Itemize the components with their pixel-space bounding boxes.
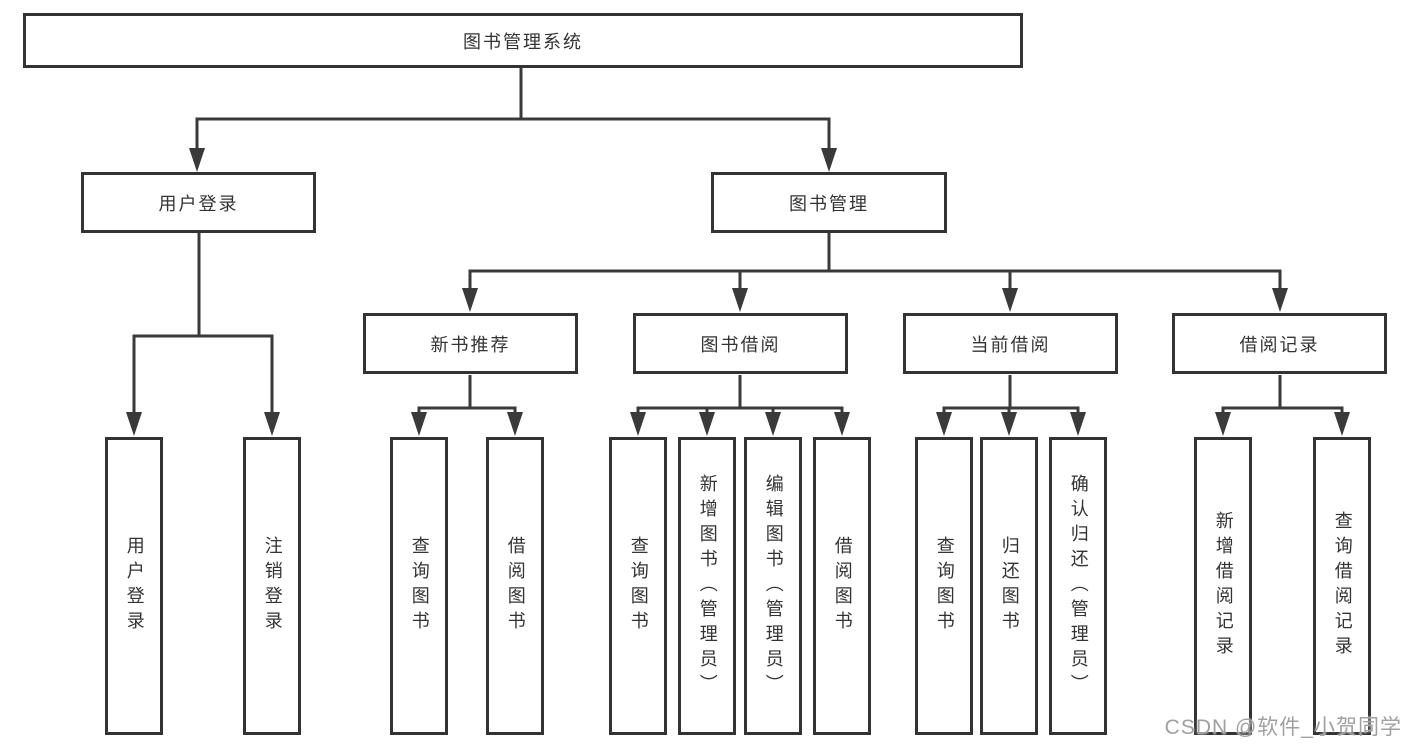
leaf-label: 编辑图书（管理员） (763, 473, 784, 699)
arrowhead-icon (630, 412, 646, 436)
node-borrow-records: 借阅记录 (1172, 313, 1387, 374)
leaf-user-login: 用户登录 (105, 437, 163, 735)
leaf-borrow-borrow-books: 借阅图书 (813, 437, 871, 735)
connector-root-to-level2 (195, 67, 831, 152)
connector-current-borrowing-children (942, 375, 1080, 414)
leaf-label: 注销登录 (262, 536, 283, 636)
leaf-borrow-query-books: 查询图书 (609, 437, 667, 735)
arrowhead-icon (264, 412, 280, 436)
leaf-label: 查询借阅记录 (1332, 511, 1353, 661)
leaf-label: 查询图书 (628, 536, 649, 636)
leaf-logout: 注销登录 (243, 437, 301, 735)
node-new-book-recommend: 新书推荐 (363, 313, 578, 374)
arrowhead-icon (1272, 288, 1288, 312)
leaf-label: 借阅图书 (505, 536, 526, 636)
leaf-label: 借阅图书 (832, 536, 853, 636)
connector-borrow-records-children (1221, 375, 1344, 414)
arrowhead-icon (462, 288, 478, 312)
arrowhead-icon (765, 412, 781, 436)
node-label: 借阅记录 (1239, 334, 1320, 355)
connector-book-management-children (468, 233, 1282, 290)
arrowhead-icon (732, 288, 748, 312)
connector-book-borrowing-children (636, 375, 844, 414)
arrowhead-icon (507, 412, 523, 436)
arrowhead-icon (1334, 412, 1350, 436)
leaf-label: 查询图书 (409, 536, 430, 636)
leaf-borrow-edit-books-admin: 编辑图书（管理员） (744, 437, 802, 735)
leaf-newrec-borrow-books: 借阅图书 (486, 437, 544, 735)
arrowhead-icon (1002, 288, 1018, 312)
leaf-label: 新增借阅记录 (1213, 511, 1234, 661)
node-label: 图书借阅 (700, 334, 781, 355)
leaf-records-query-record: 查询借阅记录 (1313, 437, 1371, 735)
arrowhead-icon (189, 148, 205, 172)
leaf-label: 查询图书 (934, 536, 955, 636)
leaf-newrec-query-books: 查询图书 (390, 437, 448, 735)
arrowhead-icon (834, 412, 850, 436)
arrowhead-icon (126, 412, 142, 436)
leaf-current-return-books: 归还图书 (980, 437, 1038, 735)
leaf-borrow-add-books-admin: 新增图书（管理员） (678, 437, 736, 735)
node-user-login: 用户登录 (81, 172, 316, 233)
leaf-label: 归还图书 (999, 536, 1020, 636)
node-label: 图书管理系统 (463, 31, 583, 52)
arrowhead-icon (1215, 412, 1231, 436)
leaf-label: 确认归还（管理员） (1068, 473, 1089, 699)
node-book-borrowing: 图书借阅 (633, 313, 848, 374)
arrowhead-icon (1001, 412, 1017, 436)
leaf-records-add-record: 新增借阅记录 (1194, 437, 1252, 735)
node-label: 新书推荐 (430, 334, 511, 355)
node-label: 图书管理 (789, 193, 869, 214)
arrowhead-icon (699, 412, 715, 436)
node-label: 当前借阅 (970, 334, 1051, 355)
leaf-current-confirm-return-admin: 确认归还（管理员） (1049, 437, 1107, 735)
leaf-label: 新增图书（管理员） (697, 473, 718, 699)
csdn-watermark: CSDN @软件_小贺同学 (1164, 716, 1402, 739)
arrowhead-icon (821, 148, 837, 172)
leaf-label: 用户登录 (124, 536, 145, 636)
leaf-current-query-books: 查询图书 (915, 437, 973, 735)
node-current-borrowing: 当前借阅 (903, 313, 1118, 374)
node-library-management-system: 图书管理系统 (23, 13, 1023, 68)
node-book-management: 图书管理 (711, 172, 947, 233)
connector-new-book-recommend-children (417, 375, 517, 414)
node-label: 用户登录 (158, 193, 239, 214)
arrowhead-icon (1070, 412, 1086, 436)
arrowhead-icon (936, 412, 952, 436)
arrowhead-icon (411, 412, 427, 436)
connector-user-login-children (132, 233, 274, 414)
